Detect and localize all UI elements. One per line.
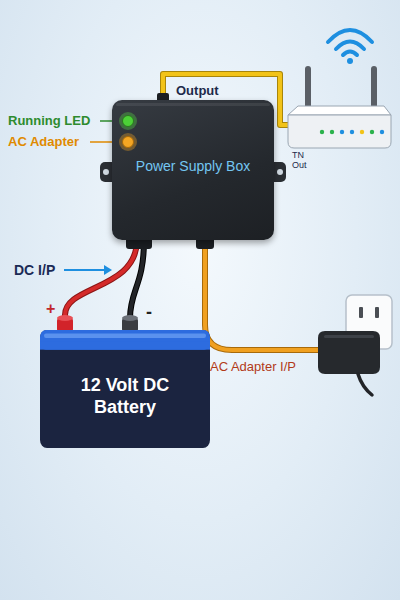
battery-terminals bbox=[57, 315, 138, 332]
wifi-router-art bbox=[288, 20, 392, 150]
port-label: TN Out bbox=[292, 151, 320, 171]
polarity-mark: - bbox=[146, 302, 152, 323]
polarity-mark: + bbox=[46, 300, 55, 318]
cable-connector bbox=[65, 240, 144, 330]
dc-input-arrow bbox=[64, 265, 112, 275]
battery-label: 12 Volt DC Battery bbox=[40, 346, 210, 448]
port-label: Output bbox=[176, 83, 219, 98]
cable-outline bbox=[65, 240, 137, 330]
box-title: Power Supply Box bbox=[112, 158, 274, 174]
ac-adapter-art bbox=[318, 295, 395, 395]
cable bbox=[205, 240, 318, 350]
wifi-router: TN Out bbox=[288, 20, 392, 150]
cable bbox=[65, 240, 137, 330]
ac-adapter: AC Adapter I/P bbox=[318, 295, 395, 395]
input-label: DC I/P bbox=[14, 262, 55, 278]
dc-battery: 12 Volt DC Battery bbox=[40, 330, 210, 448]
power-supply-box: Power Supply Box bbox=[112, 100, 274, 240]
indicator-label: Running LED bbox=[8, 113, 90, 128]
cable-connector bbox=[205, 240, 318, 350]
input-label: AC Adapter I/P bbox=[210, 359, 296, 374]
indicator-label: AC Adapter bbox=[8, 134, 79, 149]
cable-outline bbox=[205, 240, 318, 350]
